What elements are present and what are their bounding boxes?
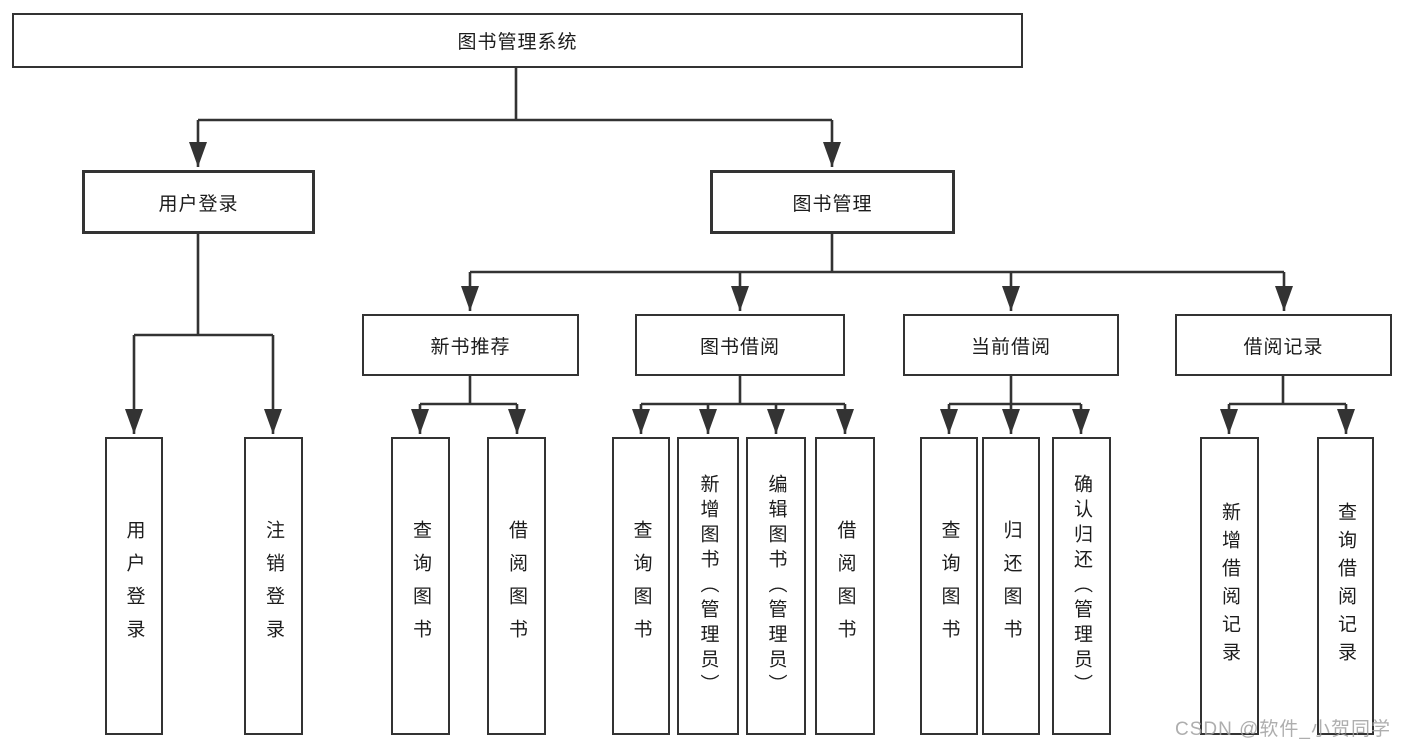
node-book-borrowing: 图书借阅	[635, 314, 845, 376]
leaf-add-borrow-record-label: 新增借阅记录	[1219, 502, 1240, 670]
leaf-return-books-label: 归还图书	[1000, 520, 1022, 652]
leaf-user-login-label: 用户登录	[123, 520, 145, 652]
leaf-return-books: 归还图书	[982, 437, 1040, 735]
node-root-system: 图书管理系统	[12, 13, 1023, 68]
leaf-confirm-return-admin: 确认归还（管理员）	[1052, 437, 1111, 735]
node-current-borrowing: 当前借阅	[903, 314, 1119, 376]
leaf-add-books-admin-label: 新增图书（管理员）	[697, 473, 719, 699]
leaf-query-books-borrowing: 查询图书	[612, 437, 670, 735]
leaf-logout-label: 注销登录	[263, 520, 284, 652]
leaf-edit-books-admin: 编辑图书（管理员）	[746, 437, 806, 735]
leaf-borrow-books-borrowing-label: 借阅图书	[834, 520, 856, 652]
leaf-edit-books-admin-label: 编辑图书（管理员）	[765, 473, 787, 699]
leaf-query-books-current: 查询图书	[920, 437, 978, 735]
leaf-user-login: 用户登录	[105, 437, 163, 735]
leaf-query-books-current-label: 查询图书	[938, 520, 960, 652]
node-user-login-branch: 用户登录	[82, 170, 315, 234]
leaf-borrow-books-recommend-label: 借阅图书	[506, 520, 527, 652]
node-book-management-branch: 图书管理	[710, 170, 955, 234]
leaf-borrow-books-borrowing: 借阅图书	[815, 437, 875, 735]
leaf-query-books-borrowing-label: 查询图书	[630, 520, 652, 652]
leaf-query-borrow-record: 查询借阅记录	[1317, 437, 1374, 735]
leaf-add-borrow-record: 新增借阅记录	[1200, 437, 1259, 735]
leaf-confirm-return-admin-label: 确认归还（管理员）	[1071, 473, 1092, 699]
leaf-borrow-books-recommend: 借阅图书	[487, 437, 546, 735]
leaf-logout: 注销登录	[244, 437, 303, 735]
leaf-query-borrow-record-label: 查询借阅记录	[1335, 502, 1356, 670]
csdn-watermark: CSDN @软件_小贺同学	[1175, 719, 1391, 740]
leaf-query-books-recommend: 查询图书	[391, 437, 450, 735]
node-borrowing-records: 借阅记录	[1175, 314, 1392, 376]
node-new-book-recommend: 新书推荐	[362, 314, 579, 376]
leaf-query-books-recommend-label: 查询图书	[410, 520, 431, 652]
leaf-add-books-admin: 新增图书（管理员）	[677, 437, 739, 735]
